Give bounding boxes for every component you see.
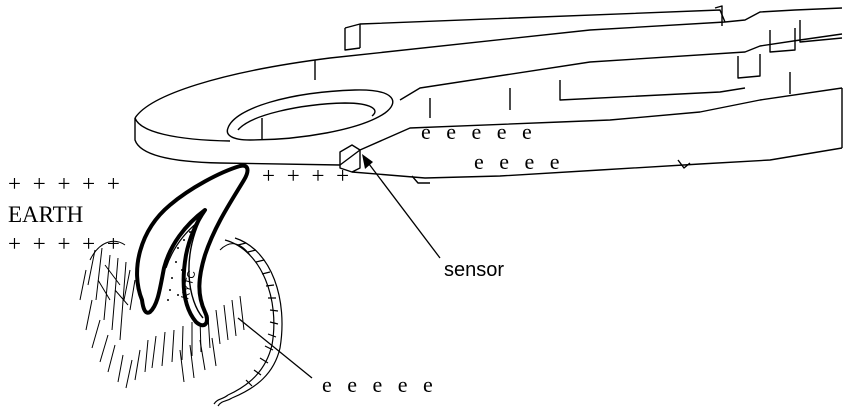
tooth-crown-outline bbox=[137, 166, 247, 326]
earth-charge-bottom: + + + + + bbox=[8, 231, 123, 256]
tooth-charge-label: e e e e e bbox=[322, 372, 438, 397]
tooth-charge-pointer-line bbox=[238, 318, 312, 378]
gum-stripe bbox=[214, 238, 282, 406]
sensor-pointer-line bbox=[366, 160, 440, 258]
sensor-charge-upper: e e e e e bbox=[421, 119, 537, 144]
pointer-lines bbox=[238, 160, 440, 378]
earth-label: EARTH bbox=[8, 202, 83, 227]
sensor-label: sensor bbox=[444, 259, 504, 281]
earth-charge-top: + + + + + bbox=[8, 171, 123, 196]
tooth: KYTC bbox=[80, 166, 282, 406]
sensor-charge-lower: e e e e bbox=[474, 149, 565, 174]
gap-charge: + + + + bbox=[262, 163, 352, 188]
